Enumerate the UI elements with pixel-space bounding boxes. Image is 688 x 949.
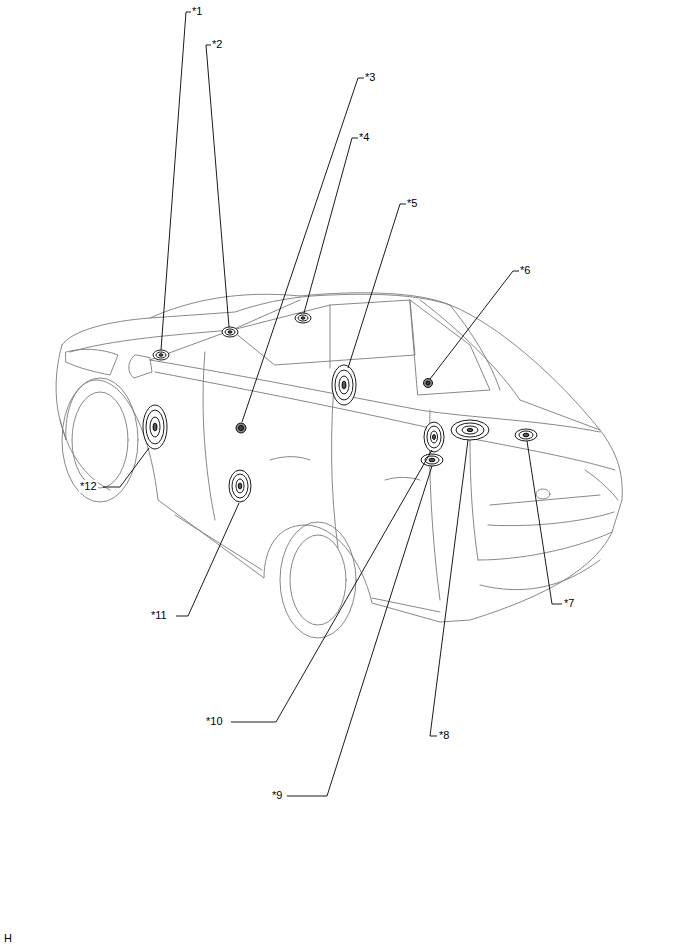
figure-code: H <box>3 932 13 945</box>
callout-number: *7 <box>563 597 575 610</box>
callout-number: *3 <box>364 71 376 84</box>
callout-number: *2 <box>211 38 223 51</box>
callout-number: *8 <box>438 729 450 742</box>
callout-number: *9 <box>271 789 283 802</box>
callout-number: *1 <box>191 5 203 18</box>
callout-number: *10 <box>205 715 224 728</box>
callout-number: *6 <box>519 264 531 277</box>
callout-number: *5 <box>406 197 418 210</box>
callout-number: *4 <box>358 131 370 144</box>
callout-number: *11 <box>150 609 168 622</box>
callout-number: *12 <box>79 480 98 493</box>
